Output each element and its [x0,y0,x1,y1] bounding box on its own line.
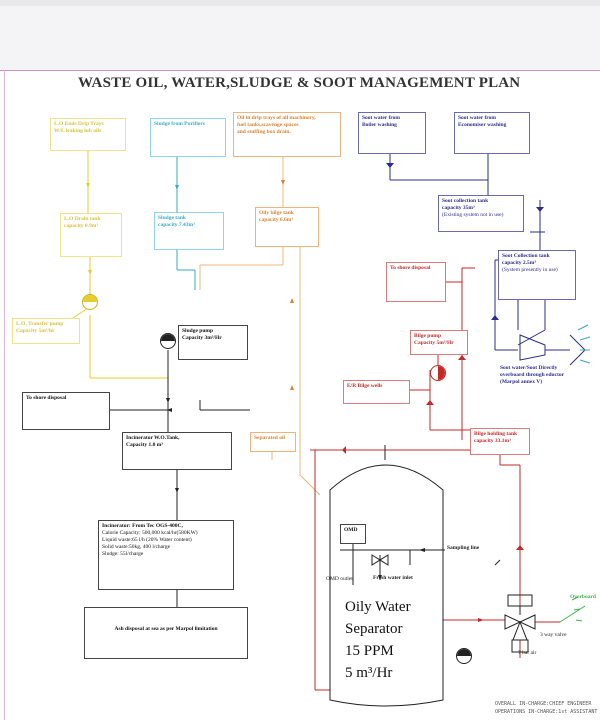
seven-bar-air-label: 7 bar air [518,650,537,656]
bilge-pump-icon [430,365,446,381]
separator-pump-icon [456,648,472,664]
er-bilge-wells-box: E/R Bilge wells [343,380,410,404]
lo-transfer-pump-icon [82,294,98,310]
overboard-label: Overboard [570,594,596,600]
separated-oil-box: Separated oil [250,432,296,452]
incinerator-box: Incinerator: From Tec OGS-400C, Calorie … [98,520,234,590]
page-border [4,70,597,720]
three-way-valve [504,594,536,653]
cyan-flow-lines [176,157,196,290]
diagram-title: WASTE OIL, WATER,SLUDGE & SOOT MANAGEMEN… [78,75,521,91]
incinerator-wo-tank-box: Incinerator W.O.Tank,Capacity 1.0 m³ [122,432,232,470]
omd-box: OMD [340,524,366,544]
page-header-strip [0,0,600,71]
shore-disposal-red-box: To shore disposal [386,262,446,302]
eductor-symbol [519,334,586,366]
sludge-from-purifiers-box: Sludge from Purifiers [150,118,226,157]
oil-drip-trays-box: Oil in drip trays of all machinery,fuel … [233,112,341,157]
shore-disposal-black-box: To shore disposal [22,392,110,430]
three-way-valve-label: 3 way valve [540,632,567,638]
oily-water-separator-vessel [329,445,444,707]
yellow-flow-lines [69,150,168,379]
yellow-arrows [86,183,92,275]
ash-disposal-box: Ash disposal at sea as per Marpol limita… [84,607,248,659]
sampling-line-label: Sampling line [447,545,480,551]
omd-outlet-label: OMD outlet [326,576,353,582]
footer-responsibility: OVERALL IN-CHARGE:CHIEF ENGINEER OPERATI… [495,701,598,715]
fresh-water-inlet-label: Fresh water inlet [373,575,413,581]
black-flow-lines [110,350,250,607]
soot-overboard-label: Soot water/Soot Directly overboard throu… [500,365,565,385]
sludge-pump-icon [160,333,176,349]
blue-flow-lines [389,140,546,351]
oily-water-separator-label: Oily Water Separator 15 PPM 5 m³/Hr [345,599,411,681]
overboard-line [559,605,586,623]
